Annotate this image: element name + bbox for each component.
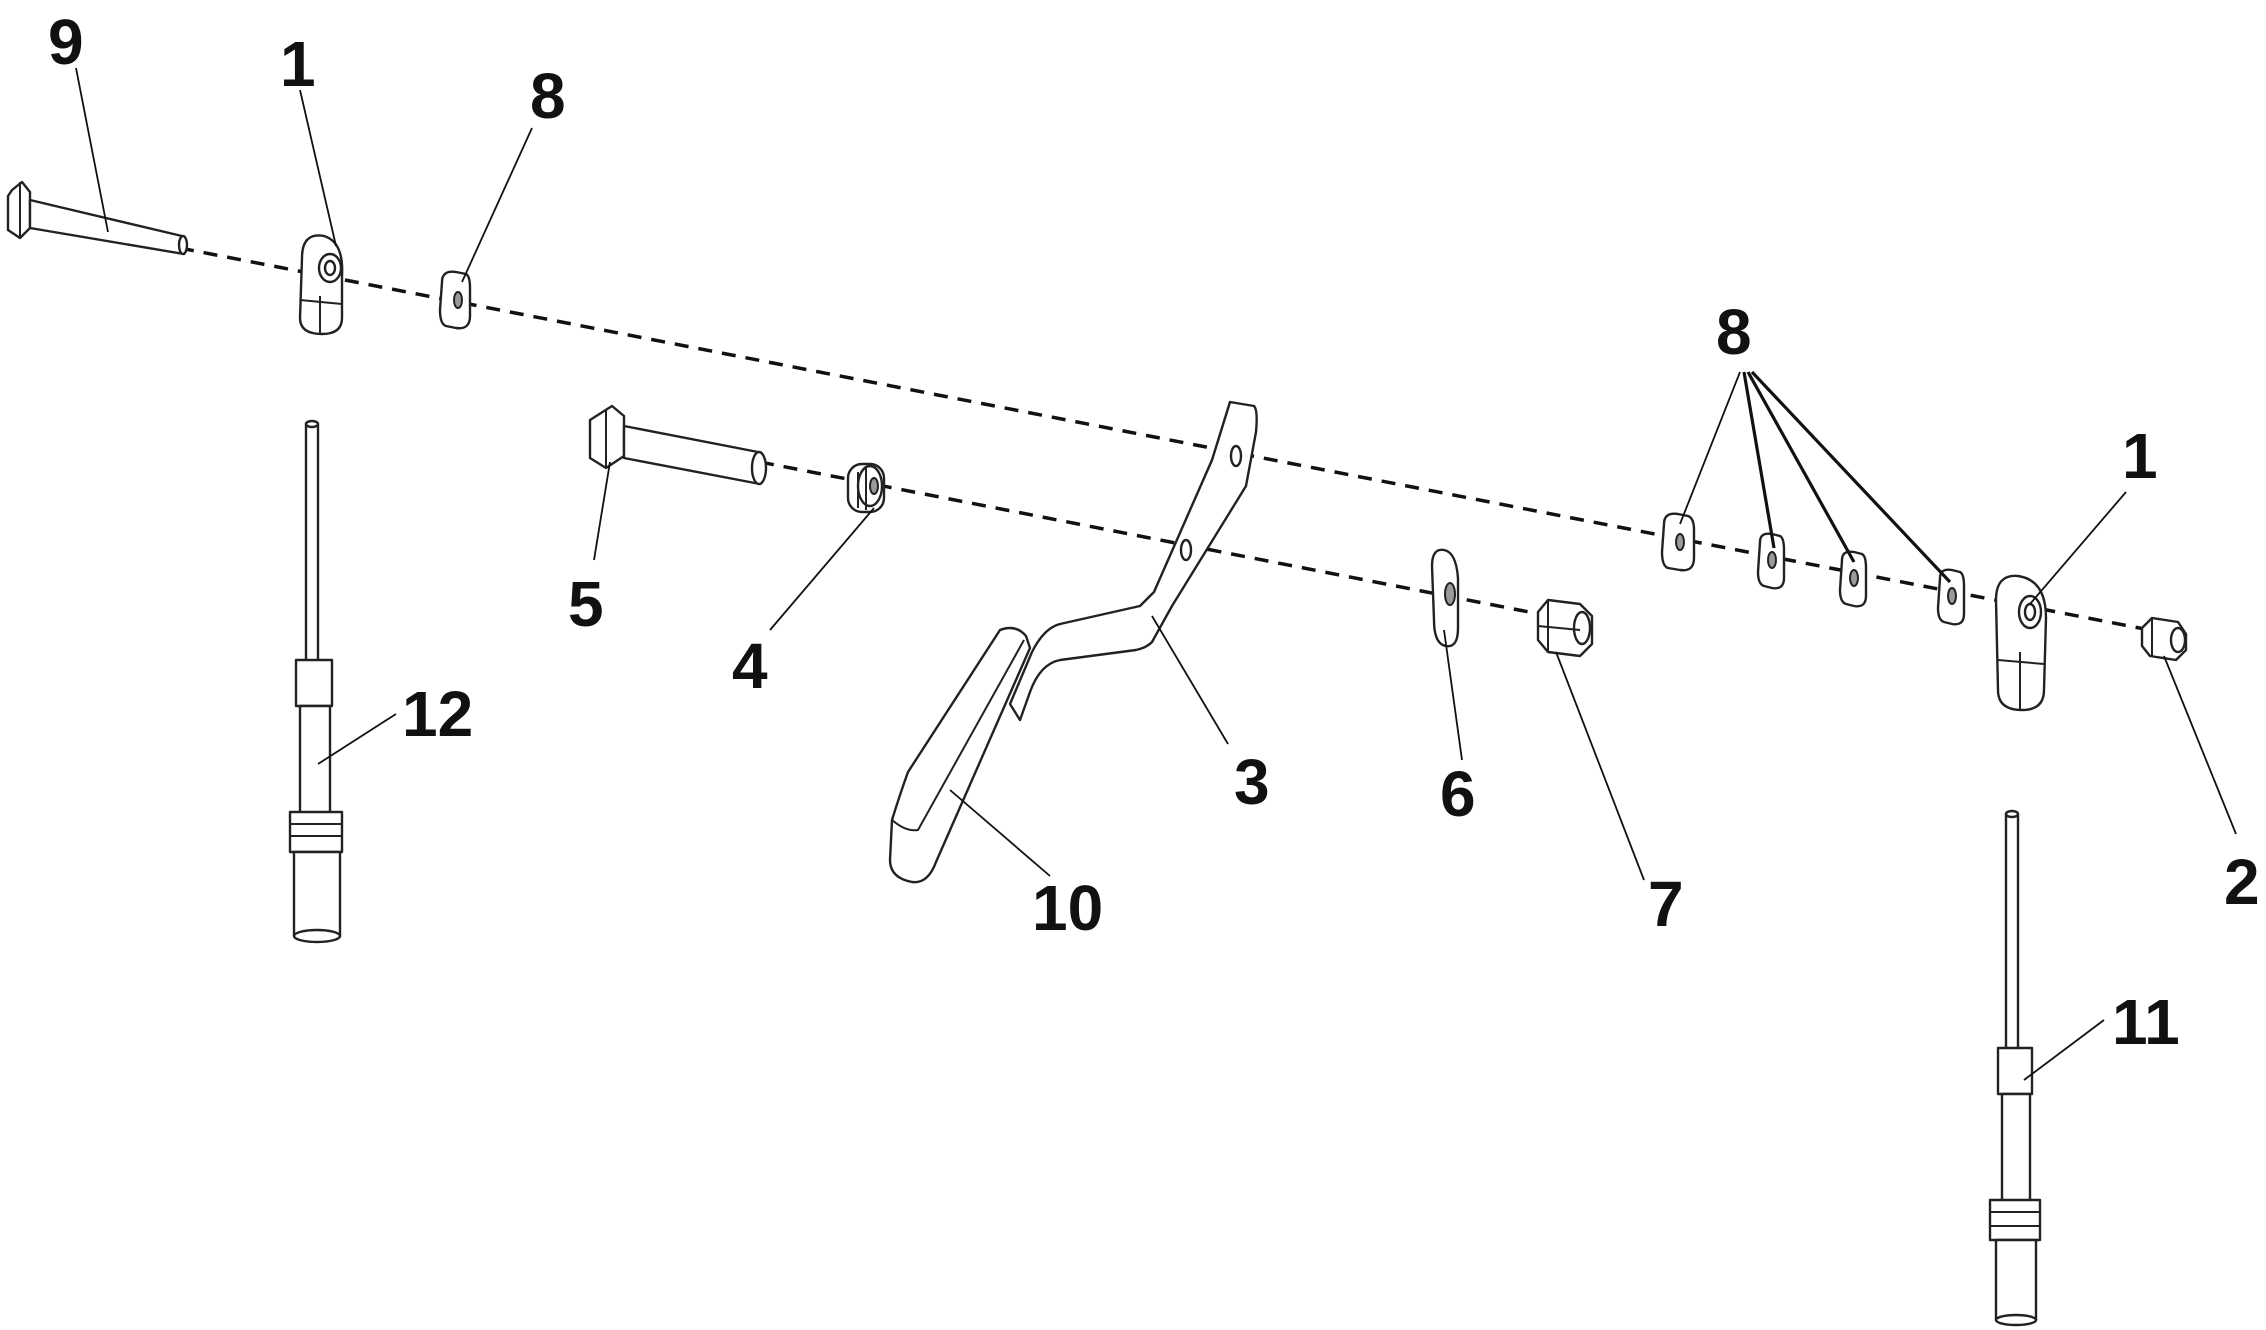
callout-8-left: 8 — [530, 60, 566, 132]
leader-4 — [769, 507, 875, 631]
leader-7 — [1555, 651, 1645, 881]
leader-1-left — [299, 89, 337, 247]
callout-2: 2 — [2224, 846, 2260, 918]
part-12-left-cable — [288, 419, 344, 944]
part-6-flat-washer — [1430, 548, 1460, 648]
callout-10: 10 — [1032, 872, 1103, 944]
part-8-right-washer-1 — [1660, 512, 1696, 572]
leader-8-right-c — [1746, 371, 1856, 563]
callout-5: 5 — [568, 568, 604, 640]
part-1-left-rod-end — [298, 234, 344, 336]
part-11-right-cable — [1988, 809, 2042, 1327]
callout-4: 4 — [732, 630, 768, 702]
leader-8-left — [461, 127, 533, 283]
callout-1-left: 1 — [280, 28, 316, 100]
callout-7: 7 — [1648, 868, 1684, 940]
leader-8-right-d — [1750, 370, 1952, 584]
leader-12 — [317, 713, 397, 765]
leader-11 — [2023, 1019, 2105, 1081]
lower-assembly-axis — [759, 460, 1561, 620]
part-1-right-rod-end — [1994, 574, 2048, 712]
callout-8-right: 8 — [1716, 296, 1752, 368]
part-8-right-washer-4 — [1936, 568, 1966, 626]
leader-3 — [1151, 615, 1229, 745]
leader-5 — [593, 461, 611, 561]
part-9-long-bolt — [6, 180, 189, 256]
callout-1-right: 1 — [2122, 420, 2158, 492]
part-3-lever-arm — [1008, 400, 1258, 722]
leader-6 — [1443, 629, 1463, 761]
callout-6: 6 — [1440, 758, 1476, 830]
part-8-left-washer — [438, 270, 472, 330]
leader-8-right-b — [1742, 371, 1776, 549]
callout-labels: 9 1 8 8 1 5 4 3 6 7 2 10 12 11 — [48, 6, 2260, 1058]
leader-lines — [75, 67, 2237, 1081]
part-2-small-nut — [2140, 616, 2188, 662]
leader-9 — [75, 67, 109, 233]
part-7-nut — [1536, 598, 1594, 658]
leader-2 — [2163, 655, 2237, 835]
leader-8-right-a — [1679, 371, 1741, 525]
leader-1-right — [2029, 491, 2127, 605]
callout-9: 9 — [48, 6, 84, 78]
callout-12: 12 — [402, 678, 473, 750]
part-10-handle-grip — [888, 626, 1032, 884]
part-8-right-washer-2 — [1756, 532, 1786, 590]
part-5-short-bolt — [588, 404, 768, 486]
leader-10 — [949, 789, 1051, 877]
callout-11: 11 — [2112, 986, 2180, 1058]
upper-assembly-axis — [179, 246, 2161, 634]
callout-3: 3 — [1234, 746, 1270, 818]
part-4-spacer — [846, 462, 886, 514]
